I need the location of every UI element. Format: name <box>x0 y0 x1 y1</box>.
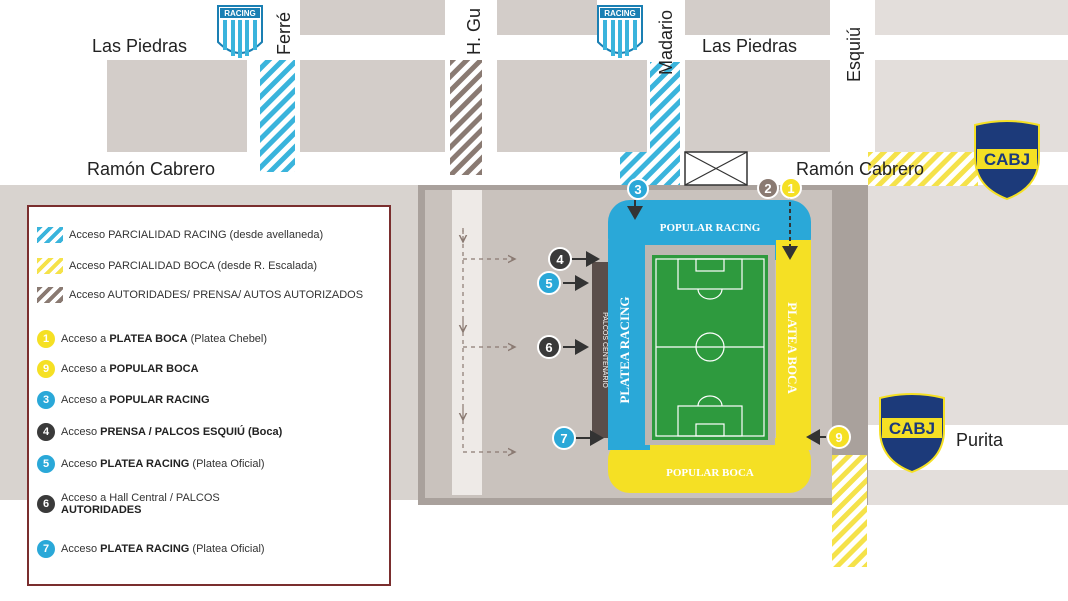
street-label-ramon-cabrero-right: Ramón Cabrero <box>796 159 924 179</box>
marker-6: 6 <box>537 335 561 359</box>
street-label-purita: Purita <box>956 430 1004 450</box>
boca-access-ramon-cabrero <box>868 152 978 186</box>
legend-item-9: 9 Acceso a POPULAR BOCA <box>37 360 199 378</box>
boca-logo-bottom: CABJ <box>879 393 945 474</box>
label-popular-racing: POPULAR RACING <box>660 222 761 234</box>
racing-access-ferre <box>260 60 295 172</box>
legend-item-5: 5 Acceso PLATEA RACING (Platea Oficial) <box>37 455 265 473</box>
racing-logo-right: RACING <box>597 5 643 58</box>
racing-access-madario-corner <box>620 152 680 185</box>
legend-text: Acceso PARCIALIDAD BOCA (desde R. Escala… <box>69 260 318 272</box>
closed-gate-icon <box>684 151 748 186</box>
boca-logo-top: CABJ <box>974 120 1040 201</box>
stand-platea-boca <box>776 240 811 450</box>
racing-logo-left: RACING <box>217 5 263 58</box>
marker-badge: 1 <box>37 330 55 348</box>
label-palcos-centenario: PALCOS CENTENARIO <box>601 312 608 388</box>
stand-platea-racing <box>608 240 650 450</box>
legend-item-authorities-access: Acceso AUTORIDADES/ PRENSA/ AUTOS AUTORI… <box>37 287 363 303</box>
legend-text: Acceso a POPULAR RACING <box>61 394 210 406</box>
legend-item-boca-access: Acceso PARCIALIDAD BOCA (desde R. Escala… <box>37 258 317 274</box>
legend-text: Acceso a PLATEA BOCA (Platea Chebel) <box>61 333 268 345</box>
legend-item-4: 4 Acceso PRENSA / PALCOS ESQUIÚ (Boca) <box>37 423 282 441</box>
marker-4: 4 <box>548 247 572 271</box>
pitch-lines <box>655 258 765 437</box>
svg-text:5: 5 <box>545 276 552 291</box>
legend-panel: Acceso PARCIALIDAD RACING (desde avellan… <box>27 205 391 586</box>
marker-7: 7 <box>552 426 576 450</box>
marker-badge: 6 <box>37 495 55 513</box>
authorities-access-hgu <box>450 60 482 175</box>
street-label-ramon-cabrero-left: Ramón Cabrero <box>87 159 215 179</box>
legend-text: Acceso PLATEA RACING (Platea Oficial) <box>61 543 265 555</box>
marker-2: 2 <box>757 177 779 199</box>
boca-hatch-swatch <box>37 258 63 274</box>
marker-badge: 7 <box>37 540 55 558</box>
legend-text: Acceso PRENSA / PALCOS ESQUIÚ (Boca) <box>61 426 283 438</box>
street-label-las-piedras-right: Las Piedras <box>702 36 797 56</box>
marker-badge: 9 <box>37 360 55 378</box>
marker-9: 9 <box>827 425 851 449</box>
legend-text: Acceso a POPULAR BOCA <box>61 363 199 375</box>
stand-popular-boca <box>608 438 811 493</box>
racing-logo-text: RACING <box>224 9 256 18</box>
legend-item-racing-access: Acceso PARCIALIDAD RACING (desde avellan… <box>37 227 323 243</box>
svg-text:2: 2 <box>764 181 771 196</box>
label-platea-boca: PLATEA BOCA <box>785 302 800 394</box>
marker-badge: 4 <box>37 423 55 441</box>
legend-item-3: 3 Acceso a POPULAR RACING <box>37 391 210 409</box>
svg-text:7: 7 <box>560 431 567 446</box>
svg-text:3: 3 <box>634 182 641 197</box>
legend-text: Acceso PARCIALIDAD RACING (desde avellan… <box>69 229 324 241</box>
marker-1: 1 <box>780 177 802 199</box>
cabj-logo-text: CABJ <box>984 150 1030 169</box>
svg-text:6: 6 <box>545 340 552 355</box>
legend-item-1: 1 Acceso a PLATEA BOCA (Platea Chebel) <box>37 330 267 348</box>
cabj-logo-text: CABJ <box>889 419 935 438</box>
authorities-hatch-swatch <box>37 287 63 303</box>
street-label-madario: Madario <box>656 10 676 75</box>
marker-3: 3 <box>627 178 649 200</box>
boca-access-purita <box>832 455 867 567</box>
label-popular-boca: POPULAR BOCA <box>666 467 754 479</box>
svg-text:9: 9 <box>835 430 842 445</box>
marker-badge: 5 <box>37 455 55 473</box>
racing-hatch-swatch <box>37 227 63 243</box>
street-label-h-gu: H. Gu <box>464 8 484 55</box>
legend-item-7: 7 Acceso PLATEA RACING (Platea Oficial) <box>37 540 265 558</box>
authorities-routes <box>463 228 515 452</box>
street-label-las-piedras-left: Las Piedras <box>92 36 187 56</box>
street-label-esquiu: Esquiú <box>844 27 864 82</box>
svg-text:4: 4 <box>556 252 564 267</box>
legend-text: Acceso AUTORIDADES/ PRENSA/ AUTOS AUTORI… <box>69 289 364 301</box>
marker-5: 5 <box>537 271 561 295</box>
legend-text: Acceso PLATEA RACING (Platea Oficial) <box>61 458 265 470</box>
label-platea-racing: PLATEA RACING <box>617 296 632 403</box>
access-arrows <box>563 195 826 446</box>
marker-badge: 3 <box>37 391 55 409</box>
racing-access-madario-vertical <box>650 62 680 157</box>
racing-logo-text: RACING <box>604 9 636 18</box>
stand-palcos-centenario <box>592 262 608 438</box>
street-label-ferre: Ferré <box>274 12 294 55</box>
stadium <box>592 200 811 493</box>
svg-text:1: 1 <box>787 181 794 196</box>
